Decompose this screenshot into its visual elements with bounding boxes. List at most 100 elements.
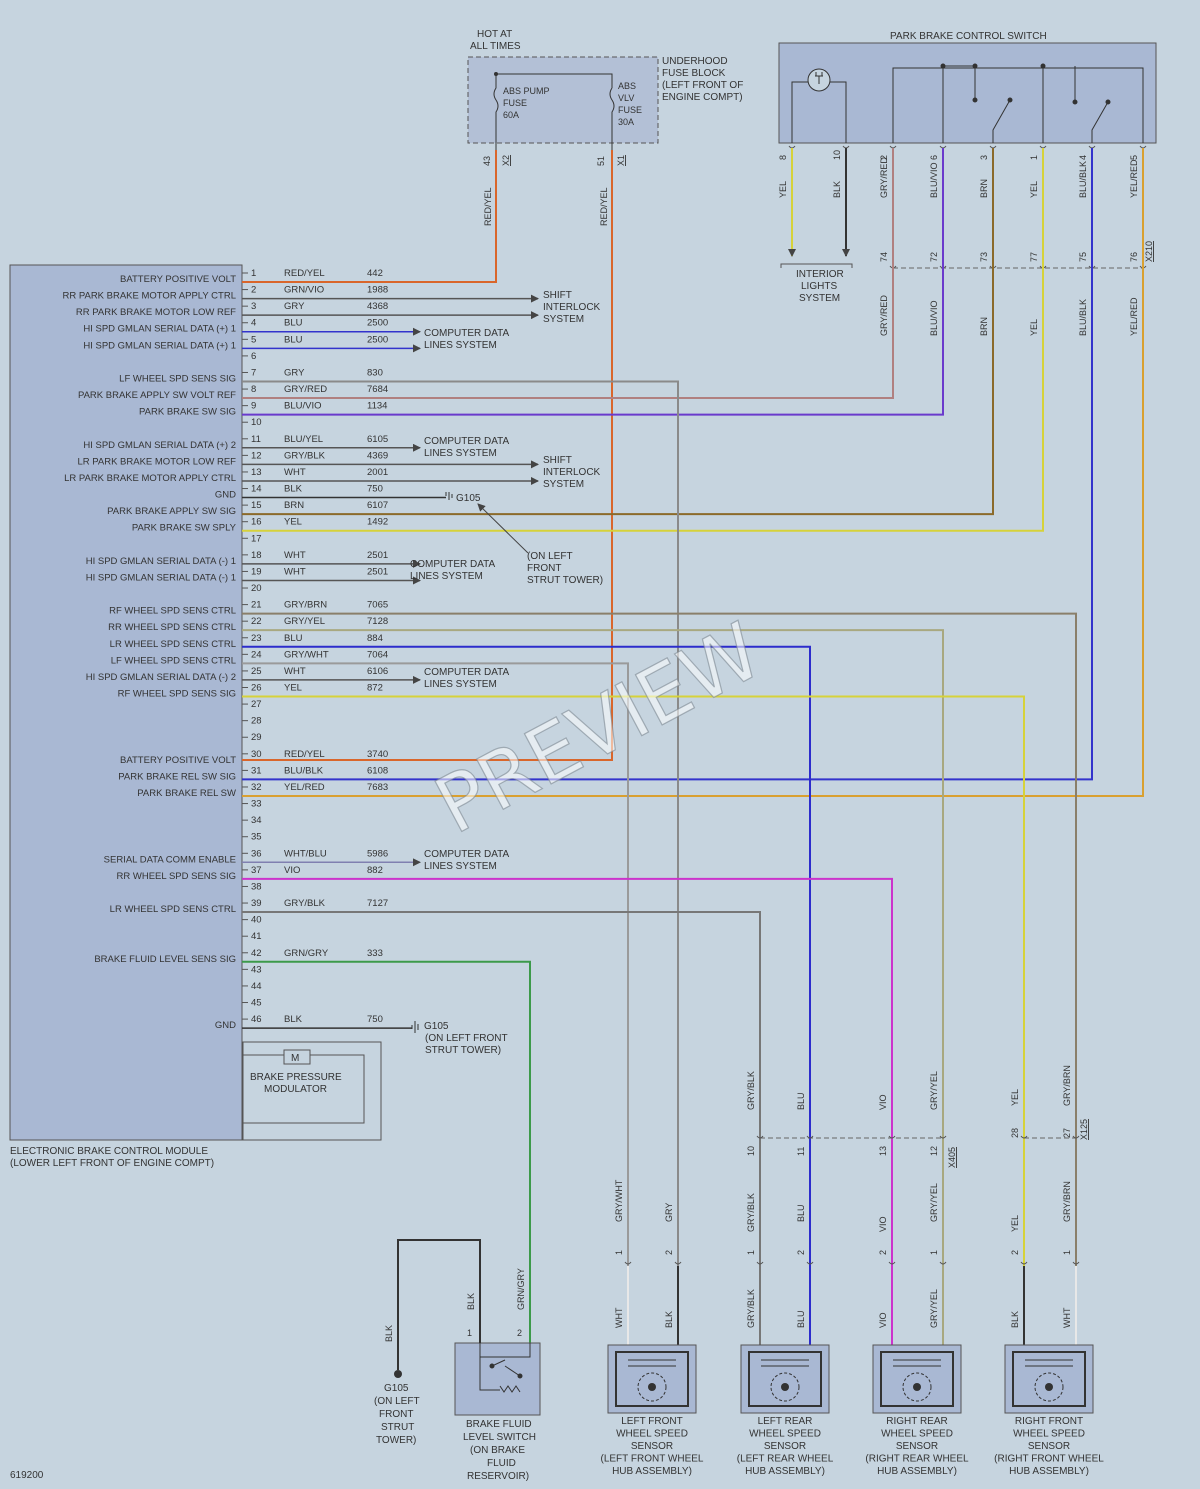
sensor-box (1004, 1344, 1094, 1414)
pin-wire-color: WHT (284, 467, 306, 478)
sensor-wire-bottom-1: WHT (614, 1307, 624, 1328)
pin-wire-color: GRN/GRY (284, 948, 329, 959)
pin-label: LR WHEEL SPD SENS CTRL (110, 904, 236, 915)
pin-label: RR PARK BRAKE MOTOR LOW REF (76, 307, 236, 318)
switch-wire-color-top: GRY/RED (879, 157, 889, 198)
g105-bottom-loc-3: STRUT (381, 1422, 414, 1433)
ref-computer-data-5-line: LINES SYSTEM (424, 861, 497, 872)
connector-cap (889, 145, 897, 149)
switch-pin-number: 8 (778, 155, 788, 160)
sensor-label: WHEEL SPEED (616, 1429, 688, 1440)
pin-label: LR WHEEL SPD SENS CTRL (110, 639, 236, 650)
fuse-2-label-1: ABS (618, 81, 636, 91)
sensor-tone-ring (770, 1372, 800, 1402)
ref-computer-data-2-line: COMPUTER DATA (424, 436, 510, 447)
pin-label: RR WHEEL SPD SENS SIG (117, 871, 236, 882)
pin-wire-color: WHT (284, 550, 306, 561)
switch-wire-color-top: BLU/BLK (1078, 161, 1088, 198)
switch-wire-color-bottom: BLU/VIO (929, 300, 939, 336)
sensor-label: SENSOR (764, 1441, 806, 1452)
connector-cap (939, 1135, 947, 1139)
sensor-label: (LEFT REAR WHEEL (737, 1454, 834, 1465)
pin-wire-color: GRY (284, 367, 305, 378)
pin-circuit: 6107 (367, 500, 388, 511)
sensor-hub (913, 1383, 921, 1391)
pin-wire-color: GRY/BLK (284, 450, 326, 461)
pin-circuit: 1492 (367, 517, 388, 528)
pin-circuit: 7128 (367, 616, 388, 627)
pin-row-10: 10 (242, 417, 262, 428)
pin-label: LF WHEEL SPD SENS SIG (119, 373, 236, 384)
wire-pin-42-fluid (242, 960, 531, 1343)
pin-circuit: 4368 (367, 301, 388, 312)
connector-cap (788, 145, 796, 149)
x125-pin: 28 (1010, 1128, 1020, 1138)
pin-wire-color: WHT/BLU (284, 848, 327, 859)
fuse-block-title-4: ENGINE COMPT) (662, 92, 743, 103)
pin-row-28: 28 (242, 716, 262, 727)
pin-label: HI SPD GMLAN SERIAL DATA (-) 1 (86, 556, 236, 567)
fuse-pin-51: 51 (596, 156, 606, 166)
sensor-label: WHEEL SPEED (749, 1429, 821, 1440)
pin-label: RF WHEEL SPD SENS SIG (118, 689, 236, 700)
pin-row-20: 20 (242, 583, 262, 594)
sensor-box (872, 1344, 962, 1414)
pin-wire-color: YEL/RED (284, 782, 325, 793)
pin-wire-color: YEL (284, 517, 302, 528)
pin-wire-color: BRN (284, 500, 304, 511)
switch-inline-pin: 77 (1029, 252, 1039, 262)
pin-circuit: 2500 (367, 334, 388, 345)
fuse-1-label-3: 60A (503, 110, 519, 120)
sensor-wire-top-1: YEL (1010, 1215, 1020, 1232)
g105-bottom-loc-4: TOWER) (376, 1435, 416, 1446)
pin-label: GND (215, 490, 236, 501)
wire-pin-31-to-switch-4 (242, 148, 1093, 781)
sensor-wire-bottom-1: GRY/BLK (746, 1289, 756, 1328)
pin-circuit: 442 (367, 268, 383, 279)
fuse-2-label-3: FUSE (618, 105, 642, 115)
sensor-wire-top-2: BLU (796, 1204, 806, 1222)
switch-inline-pin: 76 (1129, 252, 1139, 262)
pin-row-33: 33 (242, 799, 262, 810)
connector-cap (624, 1261, 632, 1265)
pin-number: 24 (251, 649, 262, 660)
pin-circuit: 872 (367, 683, 383, 694)
switch-wire-color-bottom: YEL (1029, 319, 1039, 336)
ref-shift-interlock-2-line: INTERLOCK (543, 467, 601, 478)
pin-row-43: 43 (242, 964, 262, 975)
x405-pin: 10 (746, 1146, 756, 1156)
g105-lower-loc-2: STRUT TOWER) (425, 1045, 501, 1056)
pin-label: BATTERY POSITIVE VOLT (120, 274, 236, 285)
switch-wire-color-bottom: GRY/RED (879, 295, 889, 336)
fuse-block-title-1: UNDERHOOD (662, 56, 728, 67)
sensor-pin-1: 2 (1010, 1250, 1020, 1255)
pin-number: 6 (251, 351, 256, 362)
switch-pin-number: 3 (979, 155, 989, 160)
pin-number: 26 (251, 683, 262, 694)
pin-number: 28 (251, 716, 262, 727)
pin-label: PARK BRAKE APPLY SW VOLT REF (78, 390, 236, 401)
pin-circuit: 750 (367, 484, 383, 495)
pin-label: LR PARK BRAKE MOTOR APPLY CTRL (64, 473, 236, 484)
pin-wire-color: YEL (284, 683, 302, 694)
ref-computer-data-3-line: COMPUTER DATA (410, 559, 496, 570)
pin-circuit: 2501 (367, 566, 388, 577)
wire-pin-22-rr-ctrl (242, 629, 944, 1345)
sensor-tone-ring (1034, 1372, 1064, 1402)
ref-shift-interlock-1-line: INTERLOCK (543, 302, 601, 313)
switch-wire-color-bottom: BLU/BLK (1078, 299, 1088, 336)
fuse-wire-1-color: RED/YEL (483, 187, 493, 226)
sensor-label: LEFT FRONT (621, 1416, 682, 1427)
